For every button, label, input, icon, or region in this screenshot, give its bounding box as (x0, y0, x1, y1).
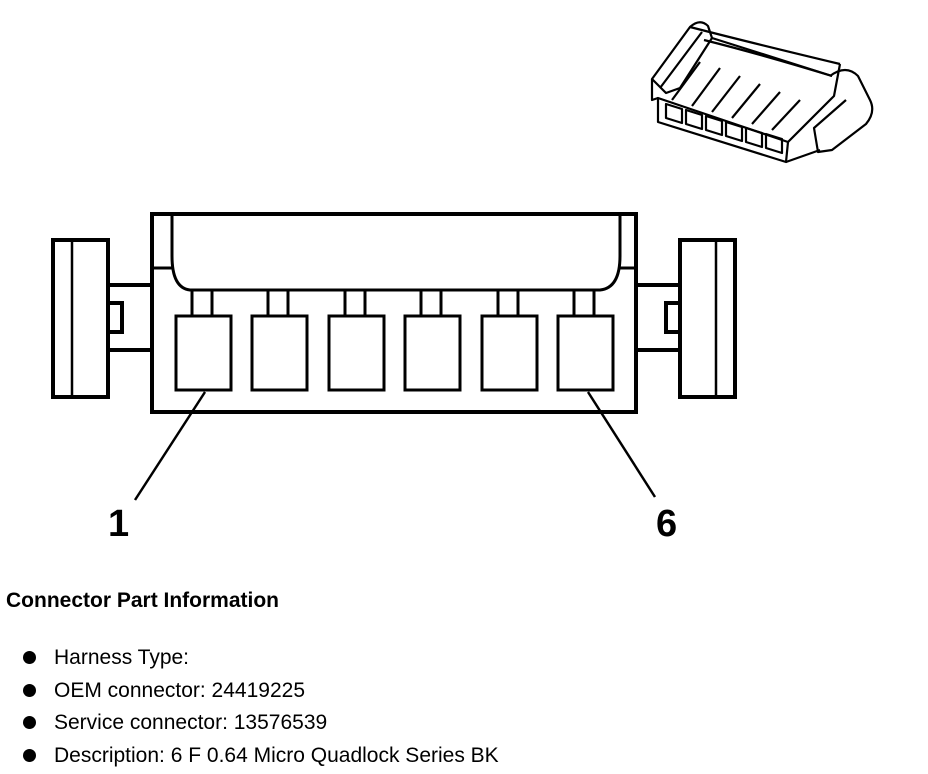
pin-cavity-5 (480, 290, 539, 392)
housing-outline (150, 212, 638, 414)
leader-line-pin-1 (133, 391, 207, 501)
pin-cavity-2 (250, 290, 309, 392)
leader-line-pin-6 (586, 391, 657, 498)
pin-cavity-1 (174, 290, 233, 392)
bullet-icon (23, 651, 36, 664)
right-latch (636, 238, 737, 399)
connector-info-title: Connector Part Information (6, 589, 280, 612)
connector-face-view (51, 212, 737, 501)
info-item-text: Description: 6 F 0.64 Micro Quadlock Ser… (54, 743, 499, 767)
pin-cavity-6 (556, 290, 615, 392)
info-item-service-connector: Service connector: 13576539 (18, 707, 499, 740)
bullet-icon (23, 748, 36, 762)
info-item-text: OEM connector: 24419225 (54, 678, 305, 702)
pin-label-1: 1 (108, 503, 130, 545)
pin-label-6: 6 (656, 503, 678, 545)
bullet-icon (23, 716, 36, 729)
bullet-icon (23, 683, 36, 697)
info-item-text: Harness Type: (54, 646, 190, 669)
pin-cavity-4 (403, 290, 462, 392)
info-item-text: Service connector: 13576539 (54, 711, 328, 734)
housing-top-rail (170, 216, 622, 292)
info-item-harness-type: Harness Type: (18, 642, 499, 675)
left-latch (51, 238, 152, 399)
info-item-oem-connector: OEM connector: 24419225 (18, 675, 499, 708)
pin-cavities (174, 290, 615, 392)
connector-isometric-view (650, 21, 874, 164)
info-item-description: Description: 6 F 0.64 Micro Quadlock Ser… (18, 740, 499, 773)
connector-info-list: Harness Type: OEM connector: 24419225 Se… (18, 642, 499, 772)
pin-cavity-3 (327, 290, 386, 392)
